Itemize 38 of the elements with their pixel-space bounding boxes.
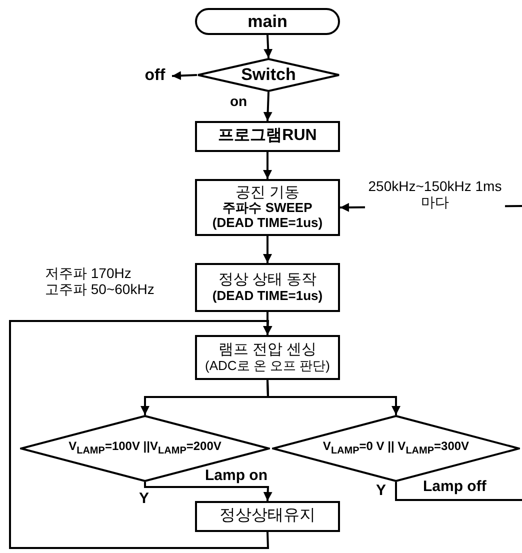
- condition-text: Switch: [241, 65, 296, 85]
- edge-label: Lamp off: [423, 478, 486, 496]
- arrow: [266, 380, 400, 415]
- box-title: 정상 상태 동작: [218, 271, 317, 289]
- note-text: 저주파 170Hz 고주파 50~60kHz: [45, 265, 154, 298]
- box-title: 프로그램RUN: [218, 127, 317, 146]
- process-box: [195, 335, 340, 380]
- arrow: [9, 320, 272, 549]
- box-text: (ADC로 온 오프 판단): [205, 358, 330, 374]
- branch-label: off: [138, 66, 172, 86]
- process-box: [195, 263, 340, 312]
- box-title: 정상상태유지: [220, 507, 316, 526]
- branch-label: Y: [139, 490, 150, 508]
- process-box: [195, 121, 340, 152]
- arrow: [264, 34, 273, 58]
- box-title: main: [248, 12, 288, 32]
- branch-label: Y: [376, 482, 386, 500]
- condition-text: V$_{LAMP}$=0 V || V$_{LAMP}$=300V: [322, 440, 470, 457]
- connector-line: [395, 482, 522, 501]
- process-box: [195, 501, 340, 532]
- box-text: (DEAD TIME=1us): [212, 288, 323, 304]
- box-title: 램프 전압 센싱: [218, 341, 317, 359]
- box-text: 주파수 SWEEP: [222, 201, 312, 216]
- decision-diamond: [197, 58, 340, 92]
- edge-label: Lamp on: [205, 467, 268, 484]
- process-box: [195, 179, 340, 236]
- box-title: 공진 기동: [235, 184, 300, 202]
- arrow: [263, 152, 272, 179]
- decision-diamond: [20, 415, 270, 482]
- edge-label: 250kHz~150kHz 1ms 마다: [365, 178, 505, 210]
- terminal-box: [195, 8, 340, 35]
- box-text: (DEAD TIME=1us): [212, 216, 323, 232]
- arrow: [263, 236, 272, 263]
- arrow: [263, 92, 272, 122]
- condition-text: V$_{LAMP}$=100V ||V$_{LAMP}$=200V: [68, 440, 222, 457]
- arrow: [144, 482, 272, 502]
- arrow: [172, 71, 198, 80]
- decision-diamond: [272, 415, 520, 482]
